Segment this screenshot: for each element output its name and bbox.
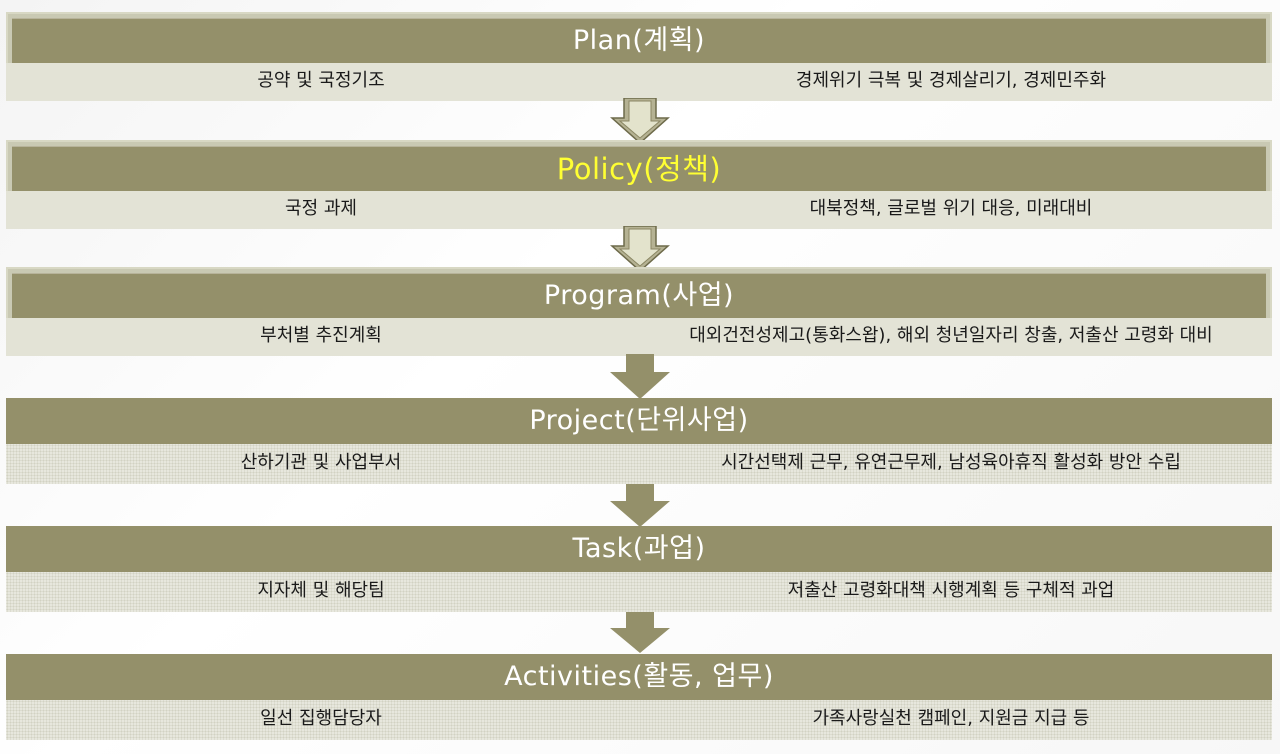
level-right-program: 대외건전성제고(통화스왑), 해외 청년일자리 창출, 저출산 고령화 대비 bbox=[689, 325, 1213, 346]
level-desc-program: 부처별 추진계획 대외건전성제고(통화스왑), 해외 청년일자리 창출, 저출산… bbox=[6, 318, 1272, 356]
level-left-task: 지자체 및 해당팀 bbox=[257, 580, 385, 601]
level-desc-activities: 일선 집행담당자 가족사랑실천 캠페인, 지원금 지급 등 bbox=[6, 700, 1272, 740]
level-policy: Policy(정책) 국정 과제 대북정책, 글로벌 위기 대응, 미래대비 bbox=[6, 140, 1272, 229]
level-right-task: 저출산 고령화대책 시행계획 등 구체적 과업 bbox=[787, 580, 1115, 601]
level-right-plan: 경제위기 극복 및 경제살리기, 경제민주화 bbox=[795, 70, 1107, 91]
level-left-policy: 국정 과제 bbox=[285, 198, 357, 219]
level-title-policy: Policy(정책) bbox=[12, 146, 1266, 191]
level-task: Task(과업) 지자체 및 해당팀 저출산 고령화대책 시행계획 등 구체적 … bbox=[6, 526, 1272, 612]
level-desc-project: 산하기관 및 사업부서 시간선택제 근무, 유연근무제, 남성육아휴직 활성화 … bbox=[6, 444, 1272, 484]
level-desc-task: 지자체 및 해당팀 저출산 고령화대책 시행계획 등 구체적 과업 bbox=[6, 572, 1272, 612]
arrow-down-icon bbox=[610, 226, 670, 272]
level-right-project: 시간선택제 근무, 유연근무제, 남성육아휴직 활성화 방안 수립 bbox=[721, 452, 1181, 473]
arrow-down-icon bbox=[608, 612, 670, 654]
level-title-activities: Activities(활동, 업무) bbox=[6, 654, 1272, 700]
level-activities: Activities(활동, 업무) 일선 집행담당자 가족사랑실천 캠페인, … bbox=[6, 654, 1272, 740]
level-desc-plan: 공약 및 국정기조 경제위기 극복 및 경제살리기, 경제민주화 bbox=[6, 63, 1272, 101]
level-left-program: 부처별 추진계획 bbox=[260, 325, 382, 346]
arrow-down-icon bbox=[610, 98, 670, 144]
level-title-task: Task(과업) bbox=[6, 526, 1272, 572]
arrow-down-icon bbox=[608, 354, 670, 400]
level-desc-policy: 국정 과제 대북정책, 글로벌 위기 대응, 미래대비 bbox=[6, 191, 1272, 229]
level-title-plan: Plan(계획) bbox=[12, 18, 1266, 63]
level-right-activities: 가족사랑실천 캠페인, 지원금 지급 등 bbox=[812, 708, 1090, 729]
level-plan: Plan(계획) 공약 및 국정기조 경제위기 극복 및 경제살리기, 경제민주… bbox=[6, 12, 1272, 101]
arrow-down-icon bbox=[608, 484, 670, 528]
level-program: Program(사업) 부처별 추진계획 대외건전성제고(통화스왑), 해외 청… bbox=[6, 267, 1272, 356]
level-left-plan: 공약 및 국정기조 bbox=[257, 70, 385, 91]
level-title-project: Project(단위사업) bbox=[6, 398, 1272, 444]
level-right-policy: 대북정책, 글로벌 위기 대응, 미래대비 bbox=[809, 198, 1093, 219]
level-left-project: 산하기관 및 사업부서 bbox=[240, 452, 402, 473]
level-left-activities: 일선 집행담당자 bbox=[260, 708, 382, 729]
level-project: Project(단위사업) 산하기관 및 사업부서 시간선택제 근무, 유연근무… bbox=[6, 398, 1272, 484]
level-title-program: Program(사업) bbox=[12, 273, 1266, 318]
